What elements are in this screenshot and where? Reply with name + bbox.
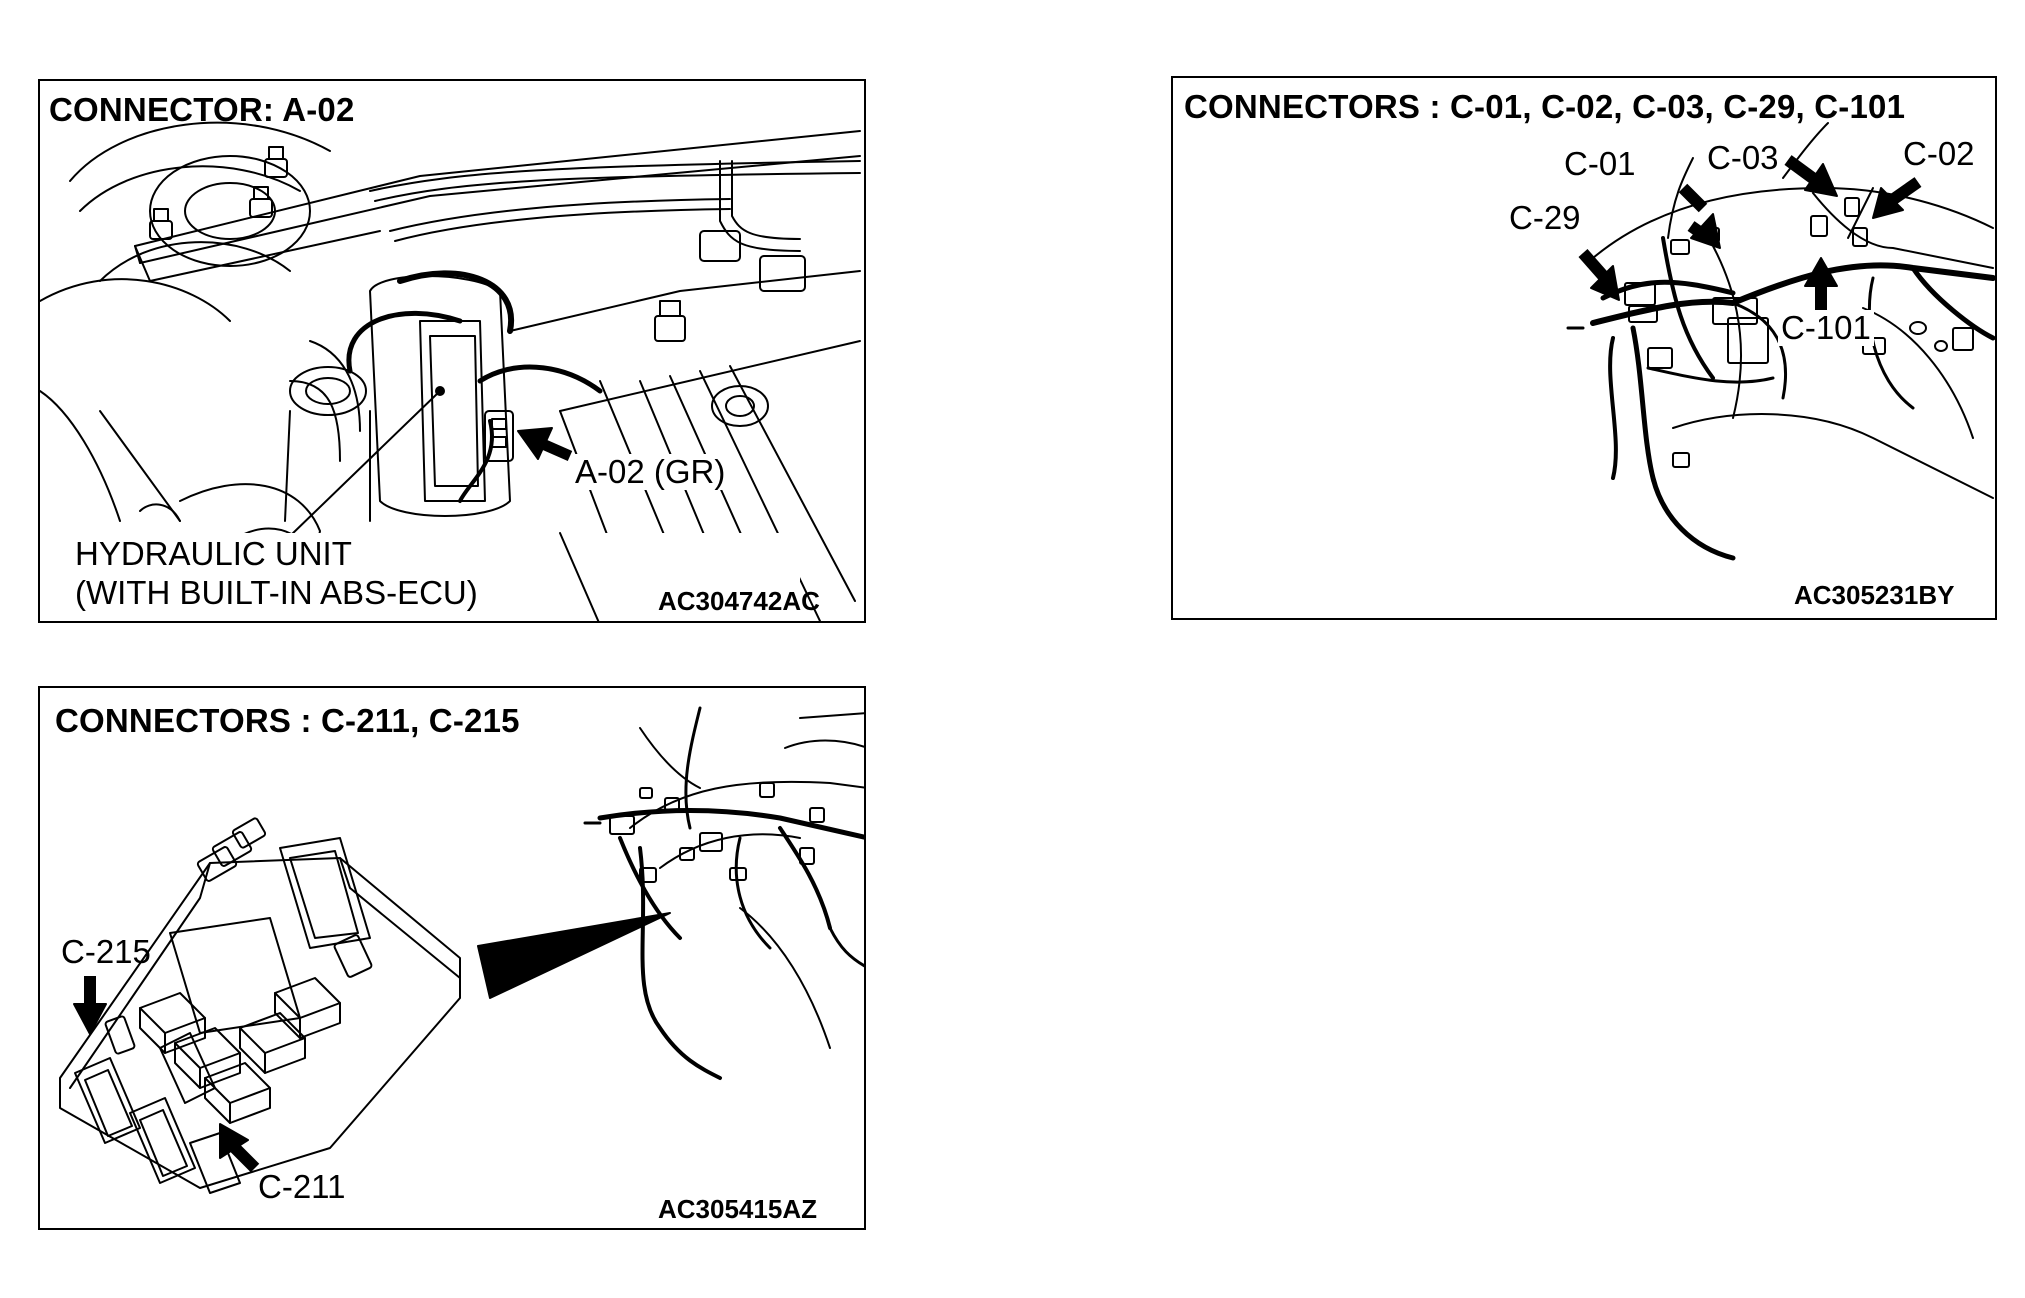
label-c29: C-29: [1509, 199, 1581, 236]
a02-panel-title: CONNECTOR: A-02: [49, 91, 355, 128]
label-c211: C-211: [258, 1168, 346, 1205]
a02-figure-code: AC304742AC: [658, 586, 820, 616]
a02-engine-bay-illustration: [40, 121, 861, 621]
label-c101: C-101: [1778, 309, 1874, 347]
panel-connector-a02: CONNECTOR: A-02 A-02 (GR) HYDRAULIC UNIT…: [38, 79, 866, 623]
c01-figure-code: AC305231BY: [1794, 580, 1955, 610]
label-c03: C-03: [1707, 139, 1779, 176]
a02-connector-label: A-02 (GR): [573, 453, 728, 491]
label-c02: C-02: [1903, 135, 1975, 172]
c01-dash-harness-illustration: [1566, 122, 1995, 561]
c01-panel-title: CONNECTORS : C-01, C-02, C-03, C-29, C-1…: [1184, 88, 1906, 125]
hydraulic-unit-label-line2: (WITH BUILT-IN ABS-ECU): [75, 574, 478, 611]
panel-connectors-c211-c215: CONNECTORS : C-211, C-215 C-215 C-211 AC…: [38, 686, 866, 1230]
c211-figure-code: AC305415AZ: [658, 1194, 817, 1224]
label-c01: C-01: [1564, 145, 1636, 182]
label-c215: C-215: [61, 933, 151, 970]
hydraulic-unit-label-line1: HYDRAULIC UNIT: [75, 535, 352, 572]
c211-junction-block-illustration: [59, 706, 864, 1194]
panel-connectors-c01-c101: CONNECTORS : C-01, C-02, C-03, C-29, C-1…: [1171, 76, 1997, 620]
c211-panel-title: CONNECTORS : C-211, C-215: [55, 702, 520, 739]
